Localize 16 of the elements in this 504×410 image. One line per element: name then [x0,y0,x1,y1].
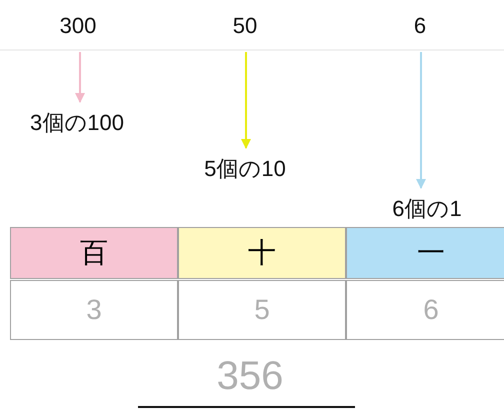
number-label: 3個の100 [4,106,150,140]
number-label: 50 [210,8,280,44]
digit-cell: 3 [10,280,178,340]
place-value-header: 一 [346,227,504,279]
number-label: 5個の10 [180,152,310,186]
arrow [241,52,251,149]
place-value-header: 十 [178,227,346,279]
number-label: 300 [38,8,118,44]
number-label: 6個の1 [372,192,482,226]
arrow [416,52,426,189]
digit-cell: 5 [178,280,346,340]
place-value-header: 百 [10,227,178,279]
arrow [75,52,85,103]
number-label: 6 [400,8,440,44]
digit-cell: 6 [346,280,504,340]
answer-number: 356 [216,352,284,400]
